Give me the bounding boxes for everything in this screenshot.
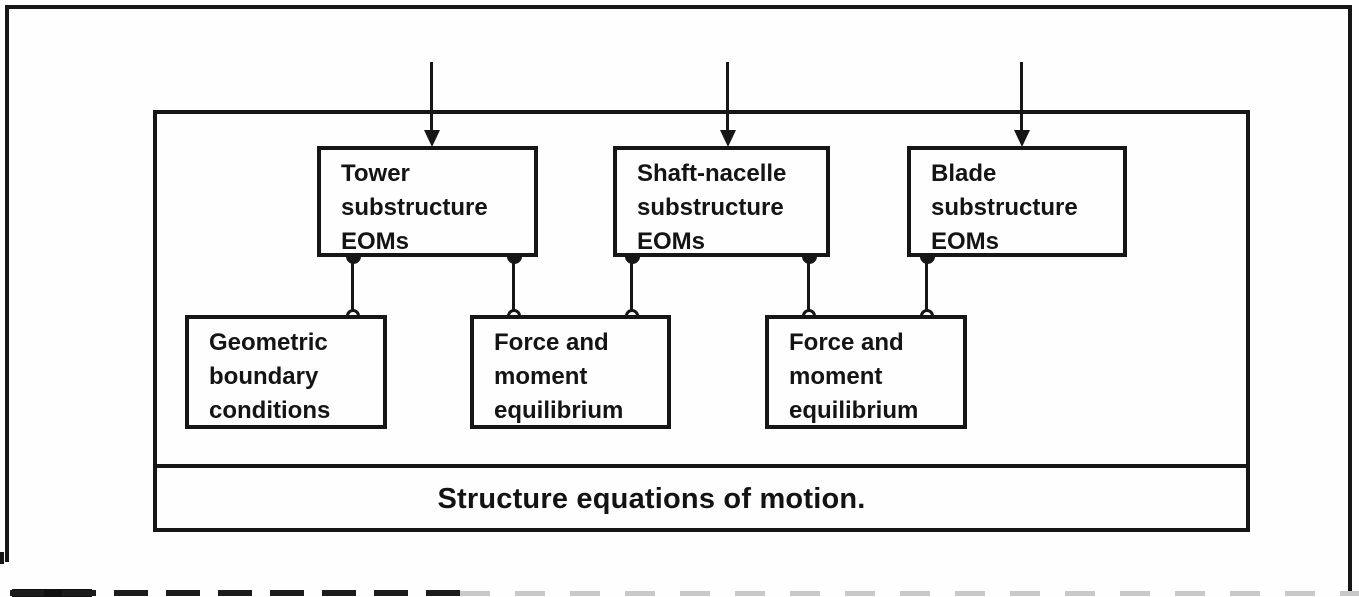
box-label-line: equilibrium — [789, 397, 919, 424]
box-tower-substructure-eoms: Tower substructure EOMs — [317, 146, 538, 257]
box-shaft-nacelle-substructure-eoms: Shaft-nacelle substructure EOMs — [613, 146, 830, 257]
box-label-line: substructure — [637, 194, 784, 221]
box-label-line: substructure — [341, 194, 488, 221]
box-force-moment-equilibrium-2: Force and moment equilibrium — [765, 315, 967, 429]
scan-artifact-bottom-edge-dark — [10, 590, 460, 596]
box-label-line: Force and — [494, 329, 609, 356]
box-label-line: Blade — [931, 160, 997, 187]
box-label-line: equilibrium — [494, 397, 624, 424]
box-label-line: boundary — [209, 363, 319, 390]
connector-blade-force2 — [925, 255, 928, 317]
arrow-down-head-icon — [1014, 130, 1030, 147]
connector-shaft-force1 — [630, 255, 633, 317]
arrow-down-head-icon — [424, 130, 440, 147]
box-label-line: substructure — [931, 194, 1078, 221]
arrow-down-head-icon — [720, 130, 736, 147]
connector-tower-force1 — [512, 255, 515, 317]
outer-frame-top-edge — [5, 5, 1352, 9]
box-label-line: Force and — [789, 329, 904, 356]
box-label-line: Tower — [341, 160, 410, 187]
caption-divider-line — [153, 464, 1250, 468]
box-label-line: Shaft-nacelle — [637, 160, 787, 187]
box-label-line: moment — [494, 363, 588, 390]
caption-strip: Structure equations of motion. — [153, 468, 1250, 530]
arrow-down-icon — [1020, 62, 1023, 132]
box-label-line: Geometric — [209, 329, 328, 356]
outer-frame-right-edge — [1348, 5, 1352, 592]
box-geometric-boundary-conditions: Geometric boundary conditions — [185, 315, 387, 429]
connector-shaft-force2 — [807, 255, 810, 317]
connector-tower-geometric — [351, 255, 354, 317]
box-label-line: EOMs — [931, 228, 1000, 255]
structure-eom-container — [153, 110, 1250, 532]
box-label-line: moment — [789, 363, 883, 390]
outer-frame-left-edge — [5, 5, 9, 562]
arrow-down-icon — [726, 62, 729, 132]
arrow-down-icon — [430, 62, 433, 132]
box-force-moment-equilibrium-1: Force and moment equilibrium — [470, 315, 671, 429]
box-blade-substructure-eoms: Blade substructure EOMs — [907, 146, 1127, 257]
box-label-line: EOMs — [341, 228, 410, 255]
scan-artifact-bottom-edge-light — [460, 591, 1359, 596]
box-label-line: conditions — [209, 397, 331, 424]
box-label-line: EOMs — [637, 228, 706, 255]
scan-artifact-left-nub — [0, 552, 4, 564]
structure-eom-caption: Structure equations of motion. — [437, 482, 866, 515]
